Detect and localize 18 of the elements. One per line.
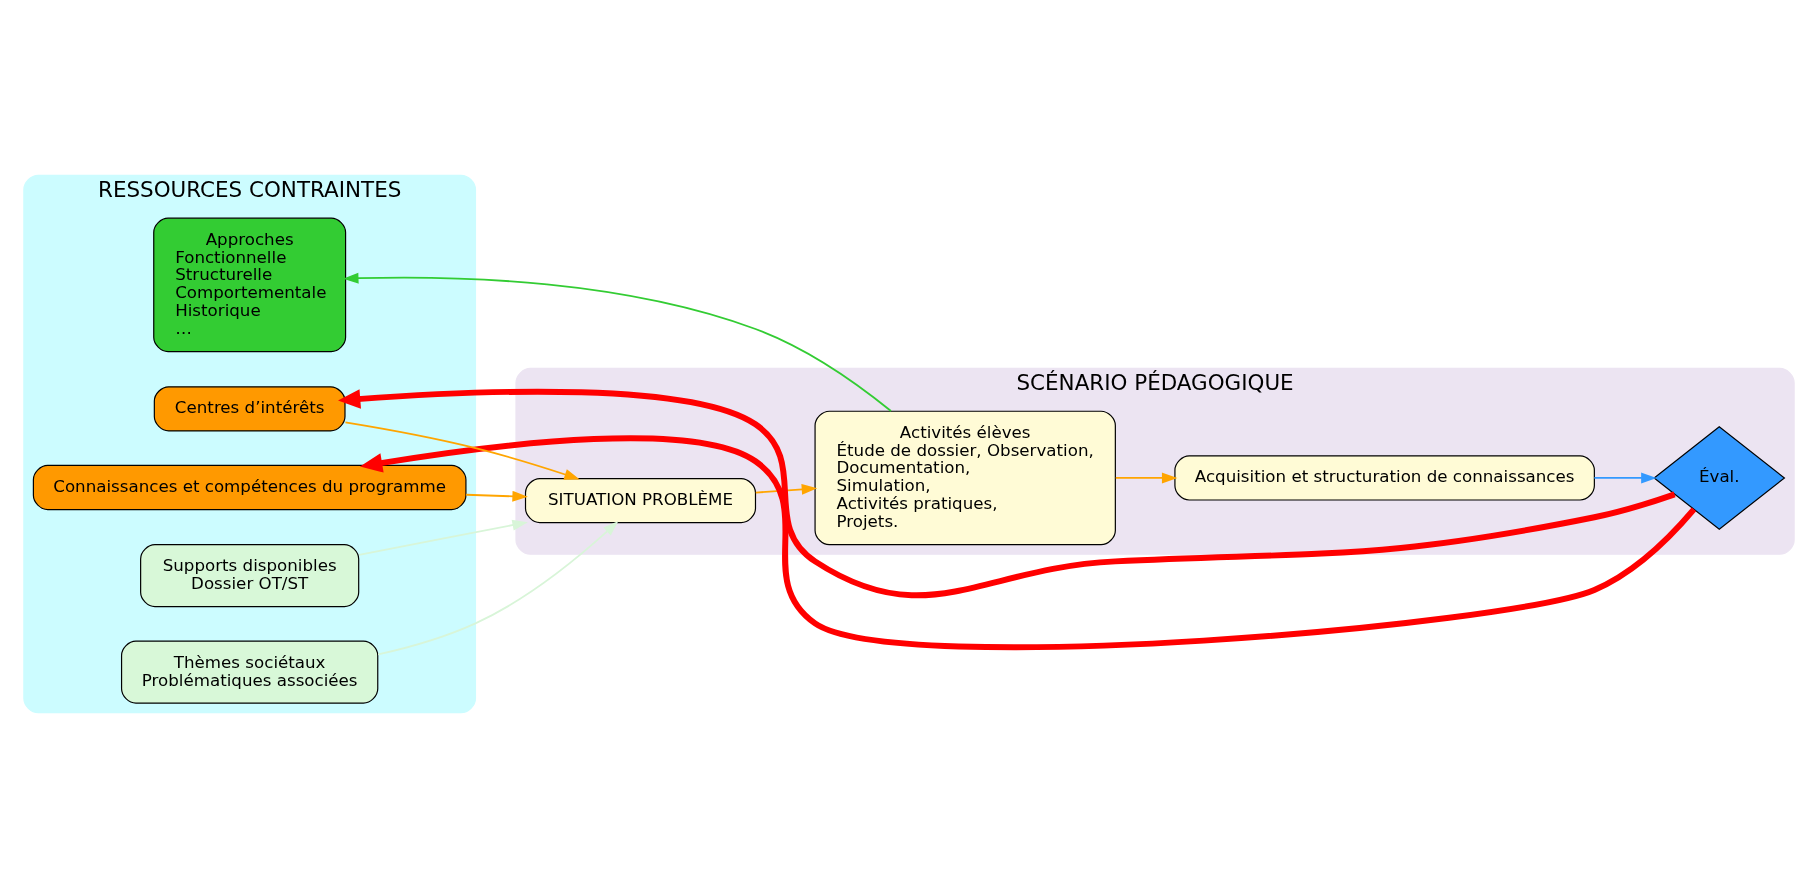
arrow [377, 521, 619, 656]
node-box: Supports disponibles Dossier OT/ST [140, 544, 360, 608]
arrow [465, 490, 528, 502]
arrow [343, 272, 892, 412]
node-box: Activités élèves Étude de dossier, Observation, Documentation, Simulation, Activités pratiques, Projets. [814, 410, 1116, 546]
arrow [1114, 472, 1178, 484]
arrow [1593, 472, 1657, 484]
arrow [344, 421, 580, 480]
node-box: Acquisition et structuration de connaissances [1174, 455, 1595, 501]
arrow [338, 388, 1676, 599]
arrow [360, 435, 1697, 651]
node-box: Thèmes sociétaux Problématiques associées [120, 640, 379, 704]
node-diamond: Éval. [1653, 425, 1786, 530]
node-box: Connaissances et compétences du programme [32, 464, 467, 511]
arrow [358, 519, 528, 556]
node-box: SITUATION PROBLÈME [524, 477, 757, 524]
node-box: Centres d’intérêts [153, 386, 346, 432]
node-box: Approches Fonctionnelle Structurelle Comportementale Historique … [153, 217, 347, 353]
